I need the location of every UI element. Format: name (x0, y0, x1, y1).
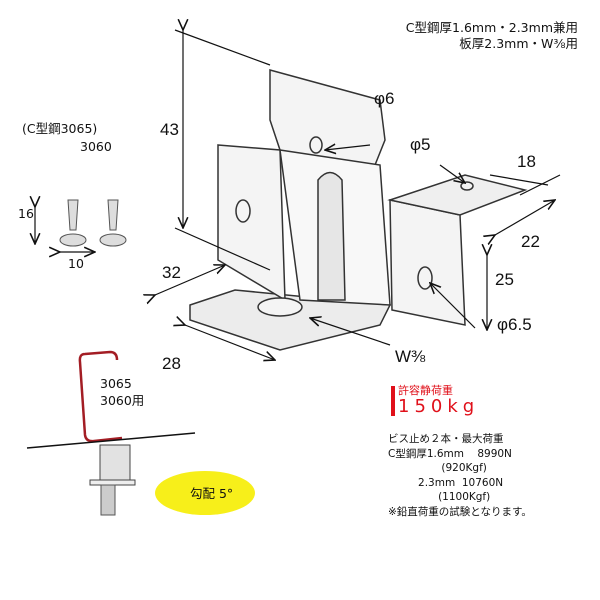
install-line1: 3065 (100, 376, 132, 391)
load-spec-row2b: (1100Kgf) (388, 491, 491, 503)
install-line2: 3060用 (100, 393, 144, 408)
load-spec-title: ビス止め２本・最大荷重 (388, 433, 504, 445)
dim-32: 32 (162, 263, 181, 282)
allowable-load: 許容静荷重 150kg (398, 384, 479, 417)
load-spec-row1b: (920Kgf) (388, 462, 487, 474)
bracket-drawing (189, 69, 528, 351)
dim-25: 25 (495, 270, 514, 289)
dim-18: 18 (517, 152, 536, 171)
screw-note-line1: (C型鋼3065) (22, 121, 97, 136)
load-spec-row2: 2.3mm 10760N (388, 476, 504, 489)
spec-header-line2: 板厚2.3mm・W⅜用 (459, 36, 578, 51)
dim-bolt: W⅜ (395, 347, 426, 366)
dim-22: 22 (521, 232, 540, 251)
screw-icons (59, 199, 127, 247)
dimension-lines (35, 30, 561, 360)
screw-height: 16 (18, 206, 34, 221)
dim-hole-6-5: φ6.5 (497, 315, 532, 334)
screw-note-line2: 3060 (80, 139, 112, 154)
spec-header-line1: C型鋼厚1.6mm・2.3mm兼用 (405, 20, 578, 35)
load-spec-row1: C型鋼厚1.6mm 8990N (388, 447, 512, 460)
load-spec-note: ※鉛直荷重の試験となります。 (388, 505, 532, 518)
allowable-load-value: 150kg (398, 396, 480, 417)
spec-header: C型鋼厚1.6mm・2.3mm兼用 板厚2.3mm・W⅜用 (406, 20, 578, 52)
slope-badge (155, 471, 255, 515)
load-accent-bar (391, 386, 395, 416)
slope-badge-text: 勾配 5° (190, 486, 233, 501)
dim-hole-5: φ5 (410, 135, 430, 154)
dim-hole-6: φ6 (374, 89, 394, 108)
allowable-load-label: 許容静荷重 (398, 384, 453, 397)
dim-28: 28 (162, 354, 181, 373)
install-drawing (26, 350, 196, 516)
dim-43: 43 (160, 120, 179, 139)
screw-width: 10 (68, 256, 84, 271)
load-spec: ビス止め２本・最大荷重 C型鋼厚1.6mm 8990N (920Kgf) 2.3m… (388, 432, 532, 519)
